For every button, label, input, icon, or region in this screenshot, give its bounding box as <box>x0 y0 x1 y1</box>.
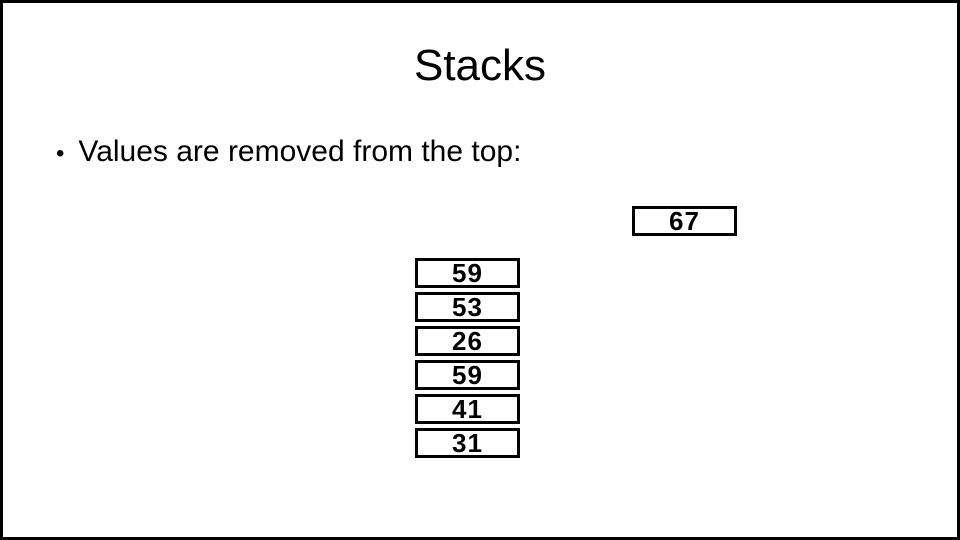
bullet-icon: • <box>56 140 65 167</box>
bullet-text: Values are removed from the top: <box>78 135 522 168</box>
stack-item: 59 <box>415 360 520 390</box>
stack-item: 53 <box>415 292 520 322</box>
stack-diagram: 59 53 26 59 41 31 <box>415 258 520 458</box>
popped-value-box: 67 <box>632 206 737 236</box>
bullet-line: • Values are removed from the top: <box>56 134 521 170</box>
stack-item: 59 <box>415 258 520 288</box>
stack-item: 31 <box>415 428 520 458</box>
slide-title: Stacks <box>413 41 547 90</box>
stack-item: 26 <box>415 326 520 356</box>
stack-item: 41 <box>415 394 520 424</box>
